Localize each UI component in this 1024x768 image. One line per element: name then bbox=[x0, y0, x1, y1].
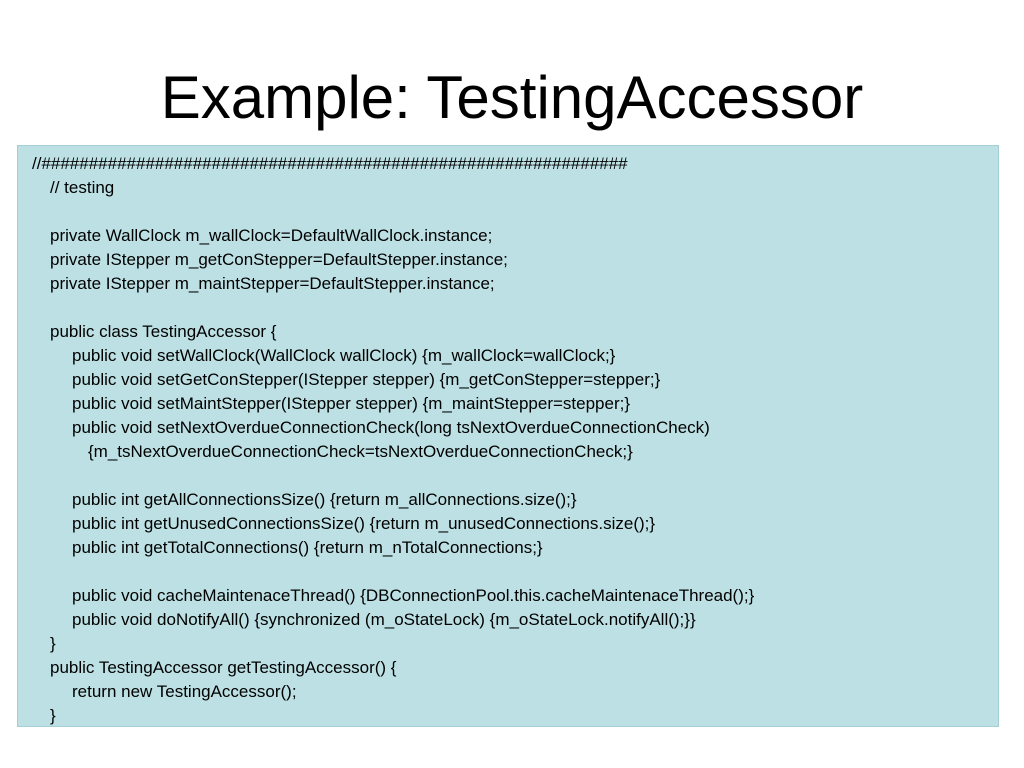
code-line: public void setWallClock(WallClock wallC… bbox=[72, 346, 616, 365]
code-line: // testing bbox=[50, 178, 115, 197]
code-line: //######################################… bbox=[32, 154, 628, 173]
code-line: private IStepper m_maintStepper=DefaultS… bbox=[50, 274, 495, 293]
code-line: public class TestingAccessor { bbox=[50, 322, 277, 341]
code-line: public void setMaintStepper(IStepper ste… bbox=[72, 394, 631, 413]
code-line: {m_tsNextOverdueConnectionCheck=tsNextOv… bbox=[88, 442, 633, 461]
code-line: public int getUnusedConnectionsSize() {r… bbox=[72, 514, 656, 533]
code-line: public void doNotifyAll() {synchronized … bbox=[72, 610, 696, 629]
code-line: public void cacheMaintenaceThread() {DBC… bbox=[72, 586, 755, 605]
code-lines: //######################################… bbox=[32, 152, 754, 728]
code-block: //######################################… bbox=[17, 145, 999, 727]
slide-title: Example: TestingAccessor bbox=[160, 64, 864, 131]
code-line: public int getTotalConnections() {return… bbox=[72, 538, 543, 557]
code-line bbox=[32, 464, 754, 488]
code-line: } bbox=[50, 634, 56, 653]
code-line bbox=[32, 200, 754, 224]
code-line bbox=[32, 560, 754, 584]
code-line: } bbox=[50, 706, 56, 725]
code-line bbox=[32, 296, 754, 320]
code-line: private IStepper m_getConStepper=Default… bbox=[50, 250, 508, 269]
code-line: private WallClock m_wallClock=DefaultWal… bbox=[50, 226, 493, 245]
code-line: public void setNextOverdueConnectionChec… bbox=[72, 418, 710, 437]
code-line: public int getAllConnectionsSize() {retu… bbox=[72, 490, 577, 509]
code-line: return new TestingAccessor(); bbox=[72, 682, 297, 701]
code-line: public void setGetConStepper(IStepper st… bbox=[72, 370, 661, 389]
code-line: public TestingAccessor getTestingAccesso… bbox=[50, 658, 397, 677]
